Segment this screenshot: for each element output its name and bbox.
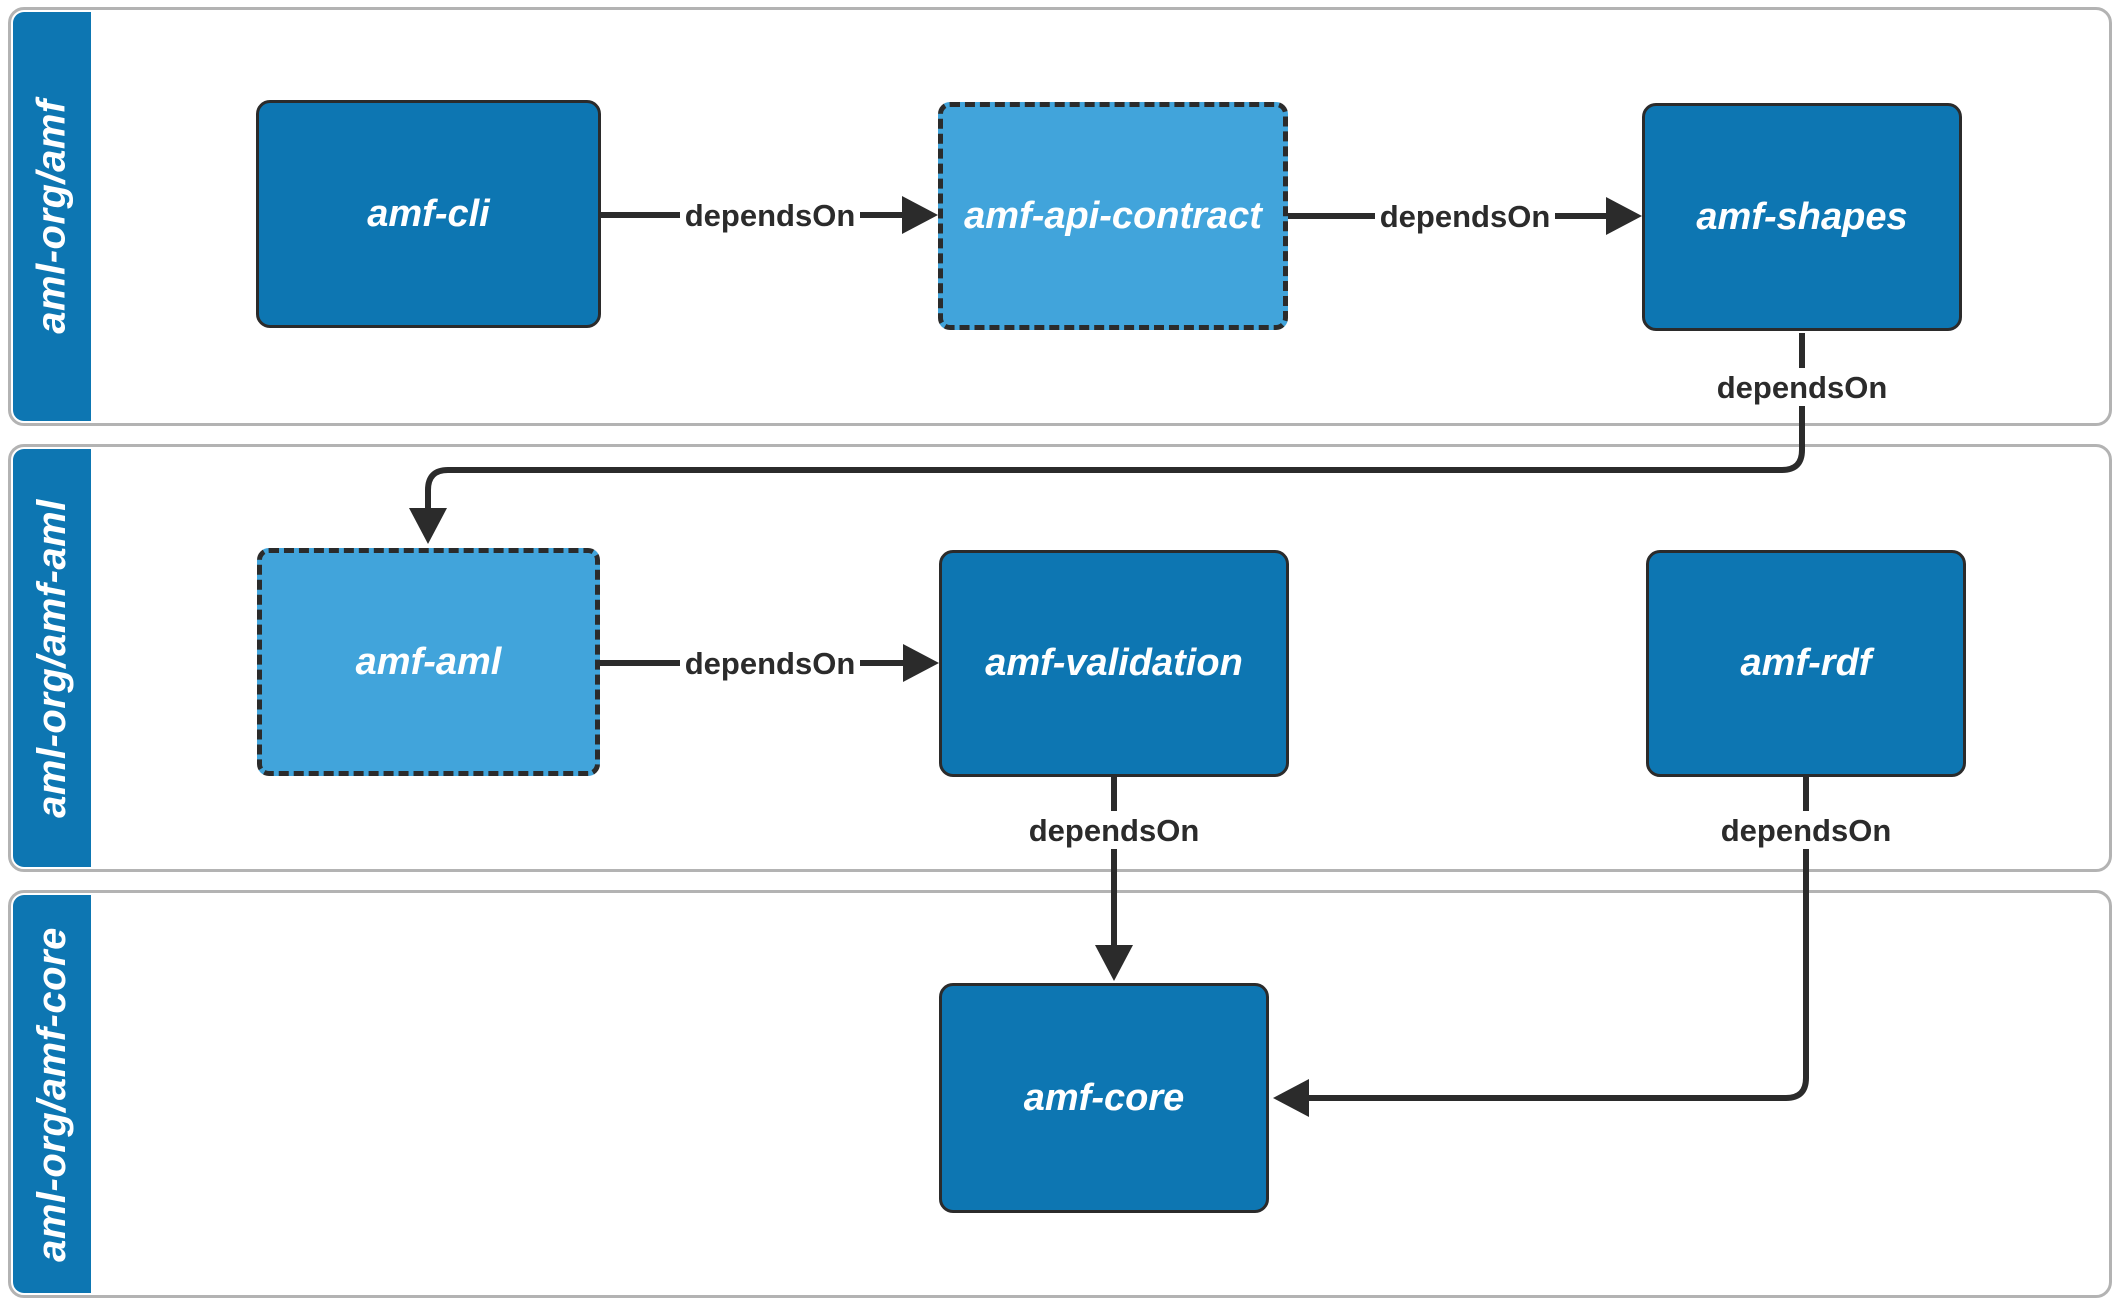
node-amf-core: amf-core — [939, 983, 1269, 1213]
node-label-amf-validation: amf-validation — [985, 642, 1243, 684]
node-label-amf-rdf: amf-rdf — [1740, 642, 1872, 684]
node-label-amf-core: amf-core — [1023, 1076, 1185, 1119]
lane-title-amf-core: aml-org/amf-core — [29, 926, 74, 1262]
node-amf-validation: amf-validation — [939, 550, 1289, 777]
lane-title-amf-aml: aml-org/amf-aml — [29, 498, 74, 818]
lane-strip-amf-core: aml-org/amf-core — [13, 895, 91, 1293]
node-label-amf-cli: amf-cli — [367, 192, 490, 235]
node-label-amf-aml: amf-aml — [355, 640, 502, 683]
lane-strip-amf-aml: aml-org/amf-aml — [13, 449, 91, 867]
node-label-amf-api-contract: amf-api-contract — [964, 194, 1262, 237]
lane-title-amf: aml-org/amf — [29, 99, 74, 334]
node-amf-cli: amf-cli — [256, 100, 601, 328]
node-amf-shapes: amf-shapes — [1642, 103, 1962, 331]
node-amf-api-contract: amf-api-contract — [938, 102, 1288, 330]
lane-strip-amf: aml-org/amf — [13, 12, 91, 421]
node-label-amf-shapes: amf-shapes — [1696, 195, 1908, 238]
node-amf-aml: amf-aml — [257, 548, 600, 776]
node-amf-rdf: amf-rdf — [1646, 550, 1966, 777]
